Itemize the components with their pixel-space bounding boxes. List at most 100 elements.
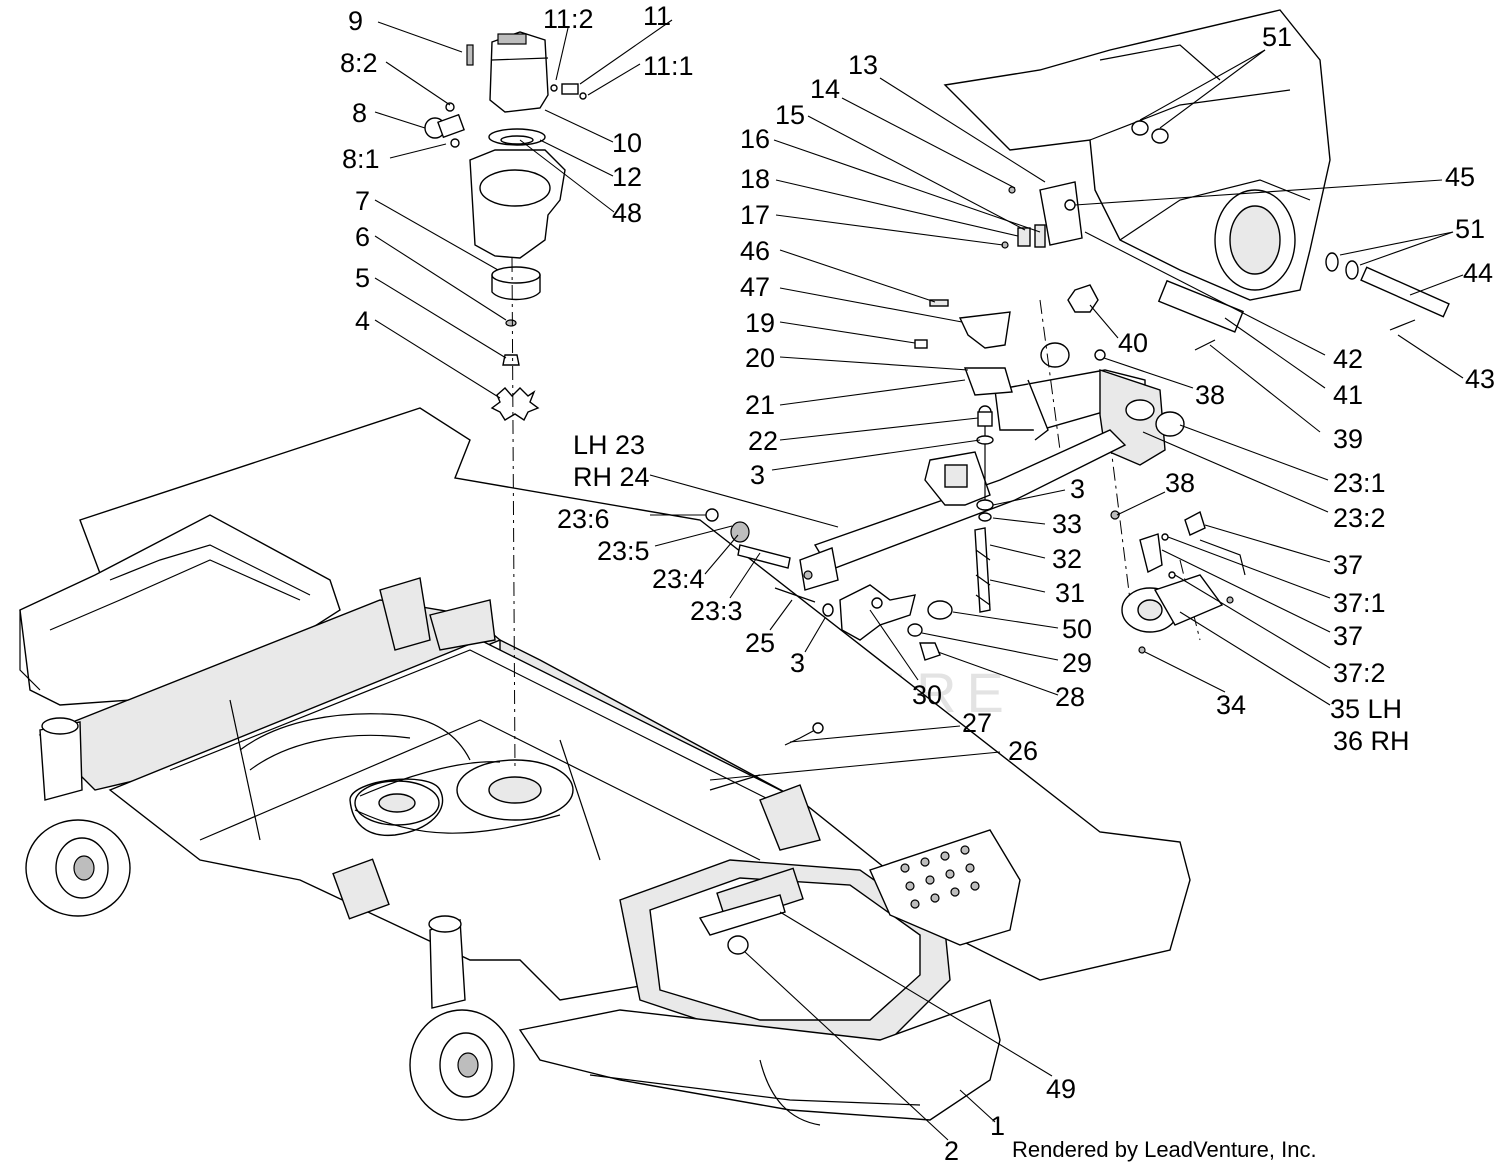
frame-lift-assembly <box>914 9 1450 641</box>
motor-oring-48 <box>500 135 534 145</box>
callout-18: 18 <box>740 164 770 194</box>
left-rear-bracket <box>379 577 431 651</box>
callout-19: 19 <box>745 308 775 338</box>
lift-bracket-45 <box>1039 181 1083 246</box>
motor-centerline <box>511 257 516 771</box>
hydraulic-cylinder-assembly <box>1110 510 1246 654</box>
callout-11-1: 11:1 <box>643 51 694 81</box>
callout-12: 12 <box>612 162 642 192</box>
callout-9: 9 <box>348 6 363 36</box>
fitting-37-lower <box>1139 533 1163 574</box>
callout-lh23: LH 23 <box>573 430 645 460</box>
callout-10: 10 <box>612 128 642 158</box>
callout-49: 49 <box>1046 1074 1076 1104</box>
render-credit: Rendered by LeadVenture, Inc. <box>1012 1137 1317 1162</box>
callout-36-rh: 36 RH <box>1333 726 1410 756</box>
hydraulic-motor-assembly <box>424 31 587 771</box>
pivot-21 <box>963 367 1013 396</box>
nut-28 <box>919 642 941 661</box>
roller-bracket-49 <box>698 894 786 936</box>
ring-23-6 <box>705 508 719 522</box>
callout-11: 11 <box>643 1 671 31</box>
callout-21: 21 <box>745 390 775 420</box>
callout-37-1: 37:1 <box>1333 588 1386 618</box>
deck-decal <box>332 858 390 920</box>
callout-27: 27 <box>962 708 992 738</box>
bolt-25 <box>774 587 816 603</box>
callout-8-2: 8:2 <box>340 48 378 78</box>
callout-22: 22 <box>748 426 778 456</box>
frame-washers-51-right <box>1325 252 1339 272</box>
bracket-47 <box>958 311 1011 349</box>
callout-46: 46 <box>740 236 770 266</box>
callout-28: 28 <box>1055 682 1085 712</box>
callout-32: 32 <box>1052 544 1082 574</box>
callout-23-3: 23:3 <box>690 596 743 626</box>
anti-scalp-plate-holes <box>900 845 980 909</box>
coupler-spider-4 <box>490 387 540 422</box>
callout-39: 39 <box>1333 424 1363 454</box>
callout-44: 44 <box>1463 258 1493 288</box>
callout-23-5: 23:5 <box>597 536 650 566</box>
mower-deck-assembly <box>19 407 1191 1126</box>
callout-35-lh: 35 LH <box>1330 694 1402 724</box>
callout-3-upper: 3 <box>750 460 765 490</box>
left-front-caster <box>409 915 515 1121</box>
callout-14: 14 <box>810 74 840 104</box>
callout-38-upper: 38 <box>1195 380 1225 410</box>
motor-fitting-11 <box>561 83 579 95</box>
right-rear-bracket <box>429 599 496 651</box>
callout-29: 29 <box>1062 648 1092 678</box>
bolt-22 <box>977 411 993 427</box>
callout-6: 6 <box>355 222 370 252</box>
callout-26: 26 <box>1008 736 1038 766</box>
deck-right-side-plate <box>869 829 1021 946</box>
callout-47: 47 <box>740 272 770 302</box>
callout-50: 50 <box>1062 614 1092 644</box>
pin-23-3 <box>737 544 791 569</box>
callout-5: 5 <box>355 263 370 293</box>
pivot-pin-44 <box>1360 266 1450 318</box>
callout-40: 40 <box>1118 328 1148 358</box>
callout-33: 33 <box>1052 509 1082 539</box>
frame-washers-51-top <box>1131 120 1149 136</box>
callout-37-2: 37:2 <box>1333 658 1386 688</box>
callout-8: 8 <box>352 98 367 128</box>
callout-31: 31 <box>1055 578 1085 608</box>
callout-42: 42 <box>1333 344 1363 374</box>
leader-lines <box>374 19 1464 1141</box>
callout-17: 17 <box>740 200 770 230</box>
callout-34: 34 <box>1216 690 1246 720</box>
deck-roller-2 <box>727 935 749 955</box>
bushing-23-1 <box>1155 411 1185 437</box>
callout-11-2: 11:2 <box>543 4 594 34</box>
callout-3-mid: 3 <box>1070 474 1085 504</box>
washer-50 <box>927 600 953 620</box>
hydraulic-motor-10 <box>489 31 549 113</box>
callout-30: 30 <box>912 680 942 710</box>
torsion-shaft-41 <box>1157 279 1244 333</box>
callout-4: 4 <box>355 306 370 336</box>
deck-roller-2-49 <box>698 894 786 955</box>
callout-2: 2 <box>944 1136 959 1166</box>
callout-43: 43 <box>1465 364 1495 394</box>
callout-38-lower: 38 <box>1165 468 1195 498</box>
callout-rh24: RH 24 <box>573 462 650 492</box>
callout-23-4: 23:4 <box>652 564 705 594</box>
callout-15: 15 <box>775 100 805 130</box>
callout-labels: 9 11:2 11 11:1 8:2 8 8:1 10 12 48 7 6 5 … <box>340 1 1495 1166</box>
callout-23-6: 23:6 <box>557 504 610 534</box>
callout-51-top: 51 <box>1262 22 1292 52</box>
callout-25: 25 <box>745 628 775 658</box>
deck-fitting-26-27 <box>709 722 824 791</box>
callout-37-upper: 37 <box>1333 550 1363 580</box>
callout-13: 13 <box>848 50 878 80</box>
callout-45: 45 <box>1445 162 1475 192</box>
left-rear-caster <box>25 717 131 917</box>
callout-51-right: 51 <box>1455 214 1485 244</box>
callout-48: 48 <box>612 198 642 228</box>
right-front-bracket <box>759 784 821 851</box>
coupler-nut-5 <box>502 354 520 366</box>
callout-23-1: 23:1 <box>1333 468 1386 498</box>
